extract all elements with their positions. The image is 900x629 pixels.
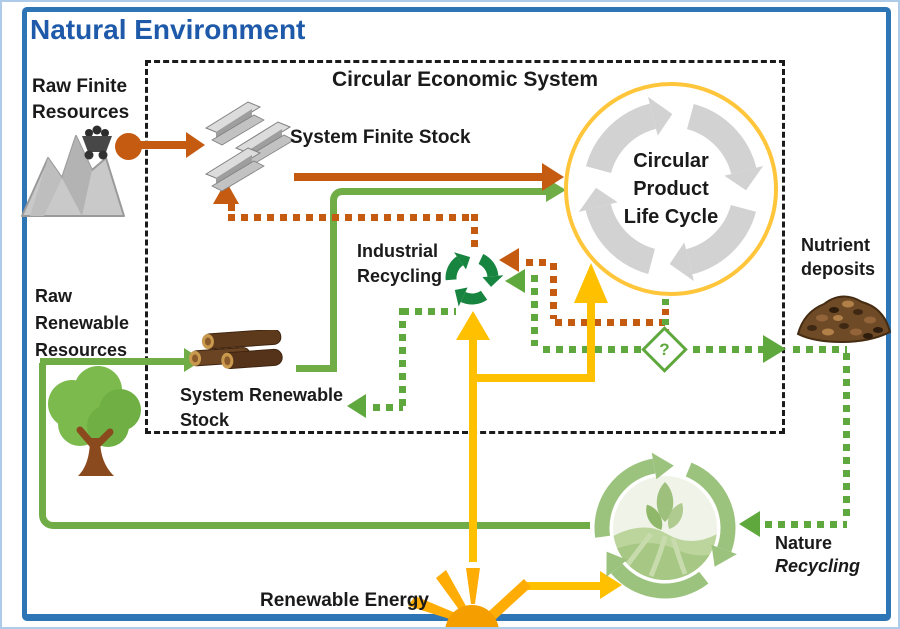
label-raw-finite: Raw Finite Resources	[32, 76, 130, 123]
mine-cart-icon	[82, 125, 112, 160]
flow-finite-stock-to-lifecycle-line	[294, 173, 546, 181]
flow-recycling-to-finite-v2	[228, 204, 235, 214]
wood-logs-icon	[189, 330, 283, 369]
label-renewable-energy: Renewable Energy	[260, 590, 429, 611]
flow-nutrients-to-nature-h	[765, 521, 847, 528]
flow-nutrients-h2	[793, 346, 847, 353]
flow-recycling-to-renewable-v	[399, 308, 406, 406]
flow-energy-to-recycling-line	[469, 340, 477, 562]
flow-recycling-to-renewable-h1	[402, 308, 456, 315]
flow-finite-stock-to-lifecycle-arrowhead	[542, 163, 564, 191]
circular-arrows-ring-icon	[578, 96, 764, 282]
flow-lifecycle-to-recycling-h1	[555, 319, 665, 326]
flow-recycling-to-finite-h	[228, 214, 472, 221]
flow-lifecycle-to-decision-mixed	[662, 299, 669, 331]
flow-raw-renewable-to-stock-line	[40, 358, 186, 365]
steel-beams-icon	[204, 101, 295, 192]
flow-decision-to-nutrients-h	[693, 346, 763, 353]
sun-icon	[408, 568, 531, 627]
system-box-title: Circular Economic System	[331, 68, 599, 91]
flow-nature-to-raw-renewable-path	[39, 363, 590, 529]
flow-energy-to-lifecycle-h	[469, 374, 593, 382]
flow-mine-to-beams-arrowhead	[186, 132, 205, 158]
product-lifecycle-label: Circular Product Life Cycle	[623, 150, 719, 228]
flow-recycling-to-renewable-arrowhead	[347, 394, 366, 418]
flow-renewable-stock-stub	[296, 365, 334, 372]
decision-question-mark: ?	[659, 339, 670, 359]
flow-lifecycle-to-recycling-v	[550, 263, 557, 319]
flow-energy-to-nature-line	[524, 582, 602, 590]
flow-mine-to-beams-line	[130, 141, 188, 149]
label-nature-recycling: Nature Recycling	[775, 533, 861, 576]
label-nutrient-deposits: Nutrient deposits	[801, 235, 876, 279]
flow-decision-to-nutrients-arrowhead	[763, 335, 786, 363]
label-raw-renewable: Raw Renewable Resources	[35, 286, 130, 360]
product-lifecycle-circle: Circular Product Life Cycle	[564, 82, 778, 296]
label-system-finite: System Finite Stock	[290, 127, 471, 148]
recycling-arrows-icon	[445, 252, 504, 307]
mountain-icon	[21, 125, 125, 217]
flow-renewable-stock-to-lifecycle-path	[330, 188, 548, 372]
page-title: Natural Environment	[30, 14, 306, 45]
tree-icon	[48, 366, 141, 476]
flow-energy-to-lifecycle-v	[587, 302, 595, 382]
nutrient-pile-icon	[796, 295, 892, 344]
flow-nutrients-to-nature-v	[843, 353, 850, 519]
flow-lifecycle-to-recycling-arrowhead	[499, 248, 519, 272]
flow-recycling-to-finite-v1	[471, 214, 478, 248]
label-system-renewable: System Renewable Stock	[180, 385, 344, 430]
flow-decision-to-recycling-v	[531, 275, 538, 346]
nature-recycling-icon	[594, 452, 737, 599]
label-industrial-recycling: Industrial Recycling	[357, 241, 443, 286]
flow-lifecycle-to-recycling-h2	[526, 259, 550, 266]
flow-decision-to-recycling-arrowhead	[505, 269, 525, 293]
flow-energy-to-recycling-arrowhead	[456, 311, 490, 340]
circular-system-boundary: Circular Economic System	[145, 60, 785, 434]
flow-recycling-to-renewable-h2	[373, 404, 403, 411]
flow-nutrients-to-nature-arrowhead	[739, 511, 760, 537]
